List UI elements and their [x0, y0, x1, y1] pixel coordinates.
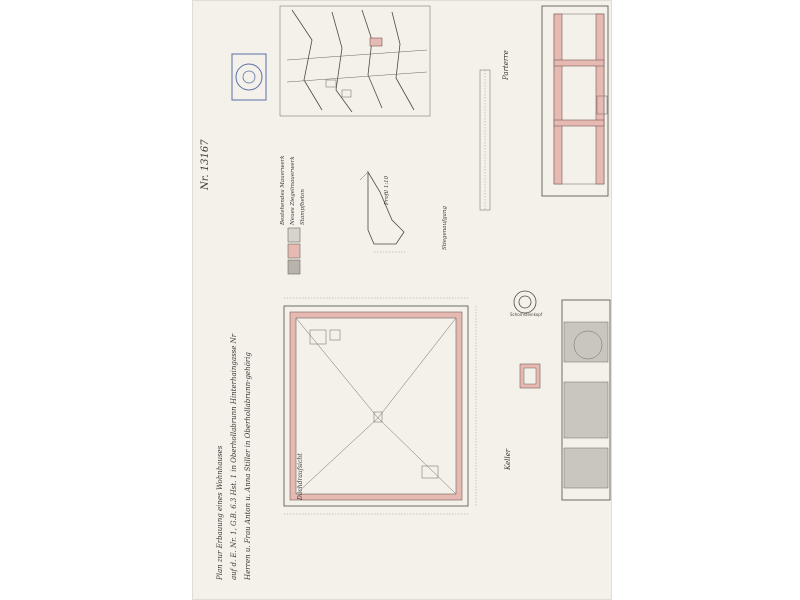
- legend-label-concrete: Stampfbeton: [300, 189, 306, 225]
- roof-plan: Dachdraufsicht: [283, 297, 477, 515]
- title-block: Plan zur Erbauung eines Wohnhauses auf d…: [216, 333, 252, 581]
- profile-detail: Profil 1:10: [359, 170, 406, 253]
- site-plan: [279, 5, 431, 117]
- section-detail: [519, 363, 541, 389]
- ground-floor-plan: Parterre: [502, 5, 609, 197]
- legend-swatch-concrete: [287, 259, 301, 275]
- title-line-3: Herren u. Frau Anton u. Anna Stiller in …: [244, 352, 252, 581]
- cellar-plan: Keller: [504, 299, 611, 501]
- municipal-seal: [231, 53, 267, 101]
- chimney-detail: Schornsteinkopf: [510, 290, 543, 317]
- legend: Bestehendes Mauerwerk Neues Ziegelmauerw…: [280, 155, 306, 275]
- legend-label-new: Neues Ziegelmauerwerk: [290, 156, 296, 226]
- number-text: Nr. 13167: [200, 139, 211, 191]
- title-line-1: Plan zur Erbauung eines Wohnhauses: [216, 445, 224, 581]
- legend-swatch-new: [287, 243, 301, 259]
- profile-label: Profil 1:10: [384, 175, 390, 206]
- legend-label-existing: Bestehendes Mauerwerk: [280, 155, 286, 226]
- drawing-sheet: Nr. 13167 Bestehendes Mauerwerk Neues Zi…: [192, 0, 612, 600]
- title-line-2: auf d. E. Nr. 1, G.B. 6.3 Hst. 1 in Ober…: [230, 333, 238, 580]
- stair-label: Stiegenaufgang: [442, 205, 448, 250]
- cellar-label: Keller: [504, 448, 512, 471]
- ground-floor-label: Parterre: [502, 50, 510, 81]
- architectural-drawing: Nr. 13167 Bestehendes Mauerwerk Neues Zi…: [200, 5, 611, 581]
- legend-swatch-existing: [287, 227, 301, 243]
- drawing-number: Nr. 13167: [200, 139, 211, 191]
- stair-annotation: Stiegenaufgang: [442, 69, 491, 250]
- roof-plan-label: Dachdraufsicht: [297, 453, 304, 501]
- chimney-label: Schornsteinkopf: [510, 312, 543, 317]
